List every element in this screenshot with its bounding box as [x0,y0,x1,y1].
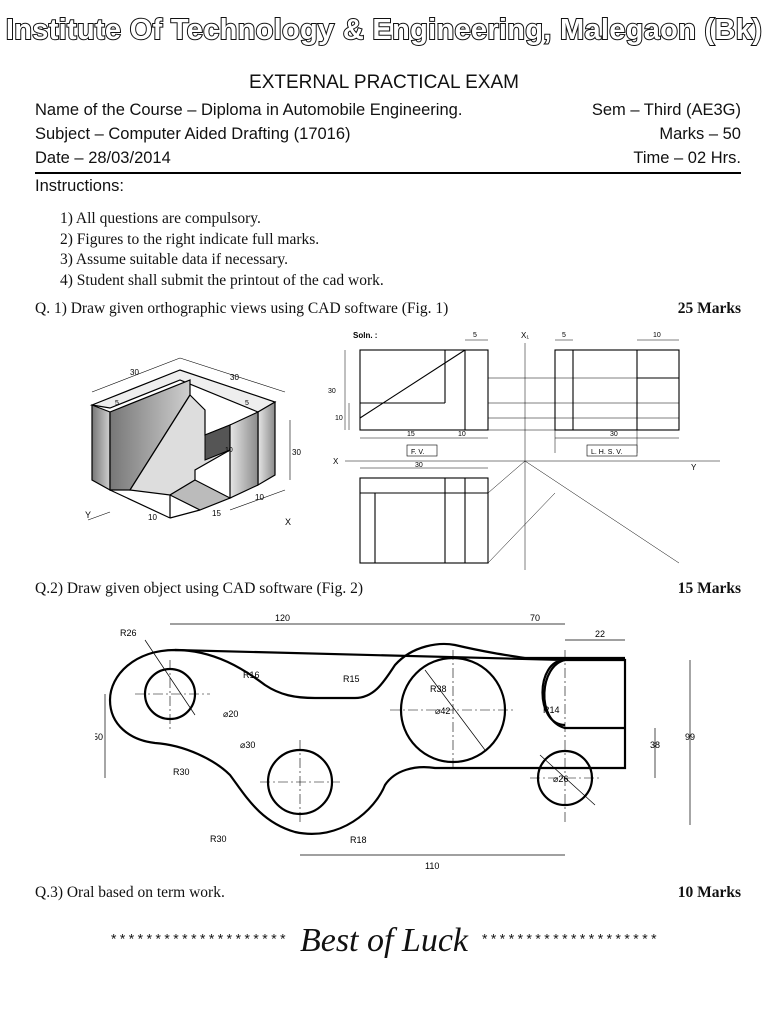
fig2-dim-label: ⌀20 [223,709,238,719]
fig2-dim-label: 70 [530,613,540,623]
iso-dim-label: 5 [115,400,119,407]
exam-time: Time – 02 Hrs. [633,149,741,167]
fig2-dim-label: 50 [95,732,103,742]
ortho-dim-label: 10 [653,332,661,339]
fig2-dim-label: ⌀42 [435,706,450,716]
question-2-marks: 15 Marks [677,580,741,597]
institute-title: Institute Of Technology & Engineering, M… [5,13,763,47]
soln-label: Soln. : [353,331,377,340]
exam-date: Date – 28/03/2014 [35,149,171,167]
subject: Subject – Computer Aided Drafting (17016… [35,125,351,143]
instruction-item: 3) Assume suitable data if necessary. [60,251,288,268]
fig2-drawing: 120 70 22 R26 R16 R15 R38 ⌀20 R14 ⌀42 50… [95,613,695,871]
question-1-text: Q. 1) Draw given orthographic views usin… [35,300,449,317]
iso-dim-label: 15 [212,509,221,518]
fig2-dim-label: 38 [650,740,660,750]
ortho-dim-label: 30 [610,431,618,438]
instruction-item: 4) Student shall submit the printout of … [60,271,384,289]
ortho-axis-x: X [333,457,339,466]
instruction-item: 2) Figures to the right indicate full ma… [60,230,320,248]
iso-dim-label: 5 [245,400,249,407]
ortho-dim-label: 5 [562,332,566,339]
fig1-isometric-drawing: 30 30 5 5 10 30 15 10 10 Y X [85,357,301,527]
side-view-label: L. H. S. V. [591,449,622,456]
course-name: Name of the Course – Diploma in Automobi… [35,101,463,119]
iso-dim-label: 10 [148,513,157,522]
exam-title: EXTERNAL PRACTICAL EXAM [249,72,519,93]
stars-right: ******************** [480,933,659,949]
ortho-axis-x1: X₁ [521,331,529,340]
iso-base [168,479,232,511]
question-2-text: Q.2) Draw given object using CAD softwar… [35,580,364,597]
stars-left: ******************** [109,933,288,949]
fig2-dim-label: 110 [425,861,439,871]
fig2-dim-label: R18 [350,835,367,845]
iso-dim-label: 30 [130,368,139,377]
fig2-dim-label: 120 [275,613,290,623]
ortho-dim-label: 10 [458,431,466,438]
fig2-dim-label: R30 [210,834,227,844]
hole-left [143,667,197,721]
date-row: Date – 28/03/2014 Time – 02 Hrs. [35,149,741,168]
ortho-axis-y: Y [691,463,697,472]
fig2-dim-label: R16 [243,670,260,680]
iso-axis-x: X [285,517,291,527]
ortho-dim-label: 5 [473,332,477,339]
front-view-outline [359,349,489,431]
ortho-dim-label: 30 [328,388,336,395]
fig2-dim-label: 99 [685,732,695,742]
fig2-dim-label: 22 [595,629,605,639]
best-of-luck-text: Best of Luck [299,922,469,959]
iso-right-face [257,400,276,487]
question-3: Q.3) Oral based on term work. 10 Marks [35,884,741,902]
top-view-outline [359,477,489,564]
iso-dim-label: 30 [230,373,239,382]
instructions-list: 1) All questions are compulsory. 2) Figu… [60,209,384,291]
total-marks: Marks – 50 [659,125,741,143]
fig2-dim-label: ⌀26 [553,774,568,784]
iso-cutout [128,394,231,496]
question-2: Q.2) Draw given object using CAD softwar… [35,580,741,598]
question-1-marks: 25 Marks [677,300,741,317]
header-divider [35,172,741,174]
semester: Sem – Third (AE3G) [591,101,741,119]
instruction-item: 1) All questions are compulsory. [60,210,261,227]
course-row: Name of the Course – Diploma in Automobi… [35,101,741,120]
iso-right-front [229,411,259,499]
iso-left-face [91,404,111,492]
instructions-heading: Instructions: [35,177,124,195]
question-1: Q. 1) Draw given orthographic views usin… [35,300,741,318]
question-3-marks: 10 Marks [677,884,741,901]
footer-best-of-luck: ******************** Best of Luck ******… [0,922,768,960]
ortho-dim-label: 30 [415,462,423,469]
fig2-dim-label: R38 [430,684,447,694]
iso-slot [204,424,231,461]
iso-dim-label: 10 [225,447,233,454]
fig2-dim-label: R15 [343,674,360,684]
subject-row: Subject – Computer Aided Drafting (17016… [35,125,741,144]
question-3-text: Q.3) Oral based on term work. [35,884,225,901]
iso-dim-label: 10 [255,493,264,502]
ortho-dim-label: 15 [407,431,415,438]
fig2-dim-label: R14 [543,705,560,715]
fig1-orthographic-drawing: Soln. : 5 5 10 30 10 15 10 30 30 F. V. L… [328,331,720,570]
fig2-dim-label: ⌀30 [240,740,255,750]
front-view-label: F. V. [411,449,424,456]
fig2-dim-label: R30 [173,767,190,777]
iso-dim-label: 30 [292,448,301,457]
ortho-dim-label: 10 [335,415,343,422]
iso-axis-y: Y [85,510,91,520]
fig2-dim-label: R26 [120,628,137,638]
